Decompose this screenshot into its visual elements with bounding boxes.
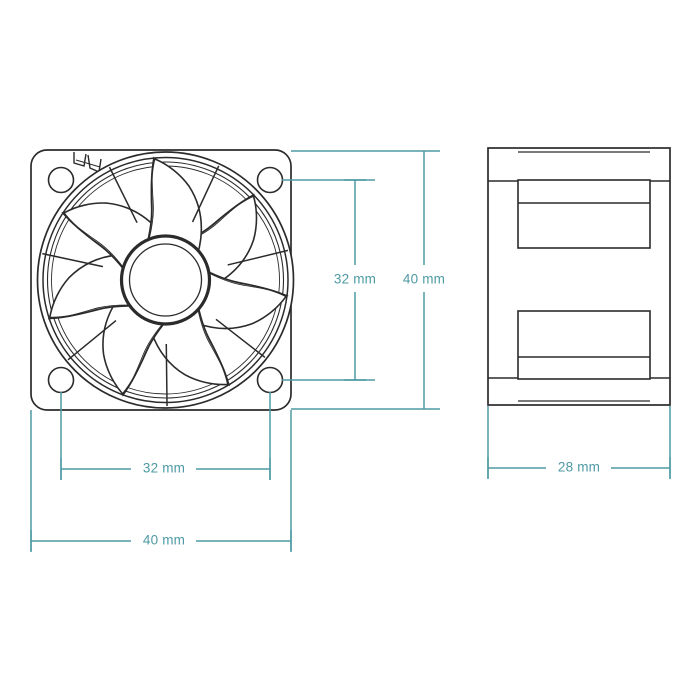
blade-strut [165, 343, 168, 407]
mounting-hole-bottom-right [256, 366, 284, 394]
dimension-front-horizontal-32 [60, 458, 271, 480]
dim-label-front-horizontal-32: 32 mm [143, 461, 185, 476]
mounting-hole-top-left [47, 166, 75, 194]
dimension-front-horizontal-40 [30, 530, 292, 552]
side-flange-upper [517, 179, 651, 249]
dimension-front-vertical-32 [344, 179, 366, 381]
dim-label-front-vertical-40: 40 mm [403, 272, 445, 287]
cable-tab-detail [73, 152, 102, 174]
dimension-layer [30, 150, 671, 552]
dimension-side-horizontal-28 [487, 457, 671, 479]
side-view [487, 147, 671, 406]
fan-hub [119, 234, 212, 326]
mounting-hole-bottom-left [47, 366, 75, 394]
dim-label-front-vertical-32: 32 mm [334, 272, 376, 287]
mounting-hole-top-right [256, 166, 284, 194]
side-flange-lower [517, 310, 651, 380]
dimension-labels: 32 mm 40 mm 32 mm 40 mm 28 mm [143, 272, 600, 548]
dim-label-front-horizontal-40: 40 mm [143, 533, 185, 548]
front-view [30, 149, 295, 411]
dim-label-side-horizontal-28: 28 mm [558, 460, 600, 475]
